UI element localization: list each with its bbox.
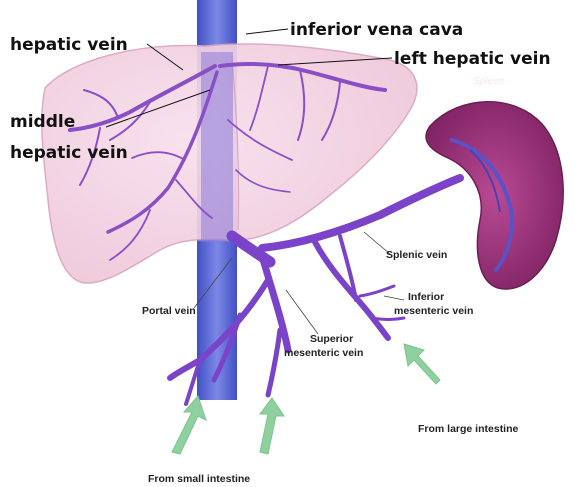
splenic-vein-label: Splenic vein (386, 249, 447, 261)
left-hepatic-vein-label: left hepatic vein (394, 49, 551, 69)
hepatic-vein-label: hepatic vein (10, 35, 128, 55)
arrow-small-intestine-left (172, 396, 206, 454)
inferior-vena-cava-label: inferior vena cava (290, 20, 463, 40)
superior-mesenteric-vein (262, 256, 288, 350)
inferior-mesenteric-label-line2: mesenteric vein (394, 305, 473, 317)
portal-vein-label: Portal vein (142, 305, 196, 317)
inferior-mesenteric-label-line1: Inferior (408, 291, 444, 303)
superior-mesenteric-label-line1: Superior (310, 333, 353, 345)
middle-hepatic-vein-label-line2: hepatic vein (10, 143, 128, 163)
arrow-large-intestine (404, 344, 440, 384)
superior-mesenteric-label-line2: mesenteric vein (284, 347, 363, 359)
spleen-label: Spleen (473, 76, 505, 87)
inferior-mesenteric-vein (315, 242, 388, 338)
arrow-small-intestine-right (260, 398, 284, 454)
from-small-intestine-label: From small intestine (148, 473, 250, 485)
middle-hepatic-vein-label-line1: middle (10, 112, 75, 132)
from-large-intestine-label: From large intestine (418, 423, 519, 435)
